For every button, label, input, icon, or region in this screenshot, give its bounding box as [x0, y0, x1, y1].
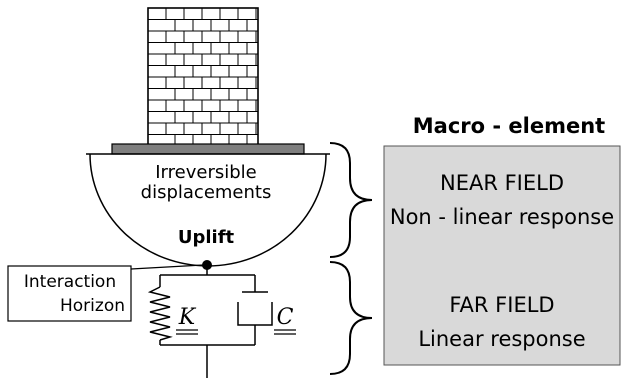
far-field-subtitle: Linear response: [418, 327, 585, 351]
far-field-brace: [329, 261, 373, 375]
dashpot-icon: [237, 302, 273, 326]
far-field-title: FAR FIELD: [449, 293, 554, 317]
interaction-horizon-callout: Interaction Horizon: [7, 264, 204, 322]
near-field-subtitle: Non - linear response: [390, 205, 614, 229]
footing-plate: [111, 143, 305, 155]
spring-icon: [147, 286, 173, 341]
uplift-label: Uplift: [178, 227, 235, 248]
macro-element-title: Macro - element: [413, 114, 605, 138]
near-field-brace: [329, 142, 373, 258]
brick-wall: [147, 7, 259, 147]
displacements-label: displacements: [141, 182, 272, 203]
spring-symbol: K: [178, 305, 197, 330]
horizon-label: Horizon: [60, 296, 125, 316]
dashpot-symbol: C: [277, 305, 294, 330]
macro-element-box: [383, 145, 621, 366]
irreversible-label: Irreversible: [155, 162, 256, 183]
near-field-title: NEAR FIELD: [440, 171, 564, 195]
interaction-label: Interaction: [24, 272, 116, 292]
far-field-model: [147, 265, 296, 378]
